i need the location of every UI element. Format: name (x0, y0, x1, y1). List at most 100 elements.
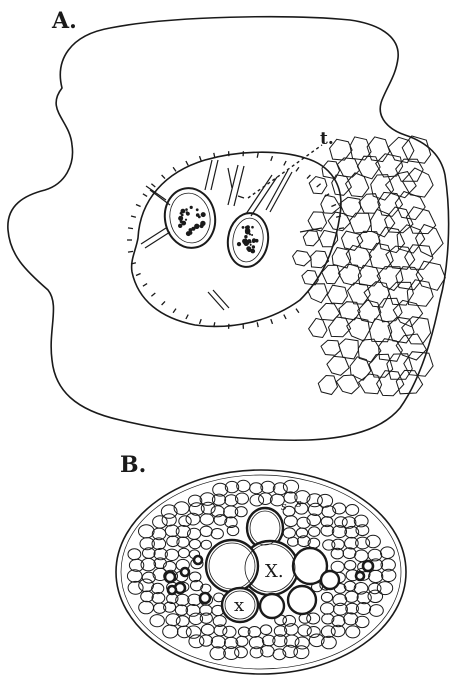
tissue-cell (321, 195, 341, 213)
spore-granule (186, 211, 189, 214)
tissue-cell (318, 303, 339, 320)
parenchyma-cell (250, 494, 264, 506)
chamber-spine (162, 175, 165, 179)
spore-granule (190, 206, 193, 209)
chamber-spine (296, 309, 299, 313)
spore-granule (245, 241, 249, 245)
parenchyma-cell (141, 558, 156, 570)
parenchyma-cell (273, 483, 287, 495)
parenchyma-cell (235, 647, 248, 658)
parenchyma-cell (309, 527, 320, 537)
tissue-cell (349, 213, 371, 233)
spore-granule (242, 226, 245, 229)
parenchyma-cell (223, 626, 236, 637)
spore-granule (244, 235, 247, 238)
panel-a-chamber-outline (132, 152, 341, 326)
chamber-spine (317, 184, 321, 187)
parenchyma-cell (370, 605, 384, 617)
parenchyma-cell (178, 548, 189, 557)
spore-granule (252, 245, 255, 248)
parenchyma-cell (211, 636, 225, 648)
tissue-cell (303, 231, 319, 246)
spore-granule (237, 242, 241, 246)
parenchyma-cell (343, 548, 356, 559)
spore-granule (186, 231, 191, 236)
tissue-cell (327, 285, 347, 304)
parenchyma-cell (369, 570, 383, 582)
parenchyma-cell (189, 539, 200, 548)
parenchyma-cell (200, 635, 213, 646)
spore-granule (245, 226, 248, 229)
parenchyma-cell (201, 502, 215, 514)
tissue-cell (322, 265, 340, 283)
parenchyma-cell (366, 535, 381, 547)
parenchyma-cell (128, 549, 141, 560)
spore-granule (185, 219, 187, 221)
vessel-mid-low (260, 594, 284, 618)
parenchyma-cell (235, 507, 247, 517)
tissue-cell (327, 356, 349, 375)
tissue-cell (340, 197, 361, 217)
chamber-spine (257, 322, 258, 327)
panel-a-label: A. (52, 10, 77, 32)
parenchyma-cell (201, 540, 211, 549)
chamber-spine (200, 156, 202, 161)
tissue-cell (339, 339, 359, 359)
chamber-spine (339, 228, 344, 229)
chamber-spine (151, 184, 155, 187)
tissue-cell (371, 175, 394, 201)
parenchyma-cell (260, 625, 271, 635)
parenchyma-cell (163, 625, 178, 638)
tissue-cell (338, 264, 361, 285)
spore-granule (251, 226, 254, 229)
parenchyma-cell (283, 615, 296, 626)
tissue-cell (370, 319, 392, 342)
parenchyma-cell (368, 590, 383, 602)
tissue-cell (337, 158, 359, 177)
parenchyma-cell (321, 603, 334, 614)
spore-granule (251, 249, 256, 254)
vessel-label-x-upper: X. (265, 563, 284, 581)
parenchyma-cell (346, 505, 359, 516)
tissue-cell (309, 318, 327, 337)
chamber-spine (296, 167, 299, 171)
spore-granule (201, 212, 206, 217)
spore-granule (251, 234, 253, 236)
parenchyma-cell (210, 647, 225, 660)
chamber-spine (271, 156, 273, 161)
spore-granule (181, 209, 186, 214)
cell-label-s-second: s (296, 498, 302, 509)
spore-granule (185, 208, 188, 211)
parenchyma-cell (141, 591, 154, 602)
chamber-spine (128, 228, 133, 229)
parenchyma-cell (288, 537, 299, 546)
chamber-spine (162, 301, 165, 305)
parenchyma-cell (200, 613, 212, 623)
parenchyma-cell (153, 516, 168, 528)
parenchyma-cell (139, 525, 155, 538)
tissue-cell (321, 340, 340, 355)
chamber-spine (143, 284, 147, 287)
parenchyma-cell (186, 605, 200, 617)
chamber-spine (136, 205, 141, 207)
panel-a-chamber-spines (127, 151, 344, 329)
chamber-spine (186, 161, 188, 165)
parenchyma-cell (307, 613, 320, 624)
parenchyma-cell (345, 591, 358, 602)
parenchyma-cell (177, 626, 191, 638)
cell-label-s-first: s (281, 501, 287, 512)
parenchyma-cell (355, 616, 369, 627)
tissue-cell (339, 302, 360, 320)
parenchyma-cell (176, 616, 189, 627)
chamber-spine (136, 274, 141, 276)
chamber-spine (331, 205, 336, 207)
spore-granule (246, 246, 251, 251)
annotation-t-label: t. (320, 131, 334, 148)
parenchyma-cell (200, 526, 212, 536)
tissue-cell (359, 374, 382, 394)
parenchyma-cell (162, 514, 176, 526)
vessel-right-mid (321, 571, 339, 589)
tissue-cell (371, 209, 395, 237)
parenchyma-cell (298, 625, 311, 636)
